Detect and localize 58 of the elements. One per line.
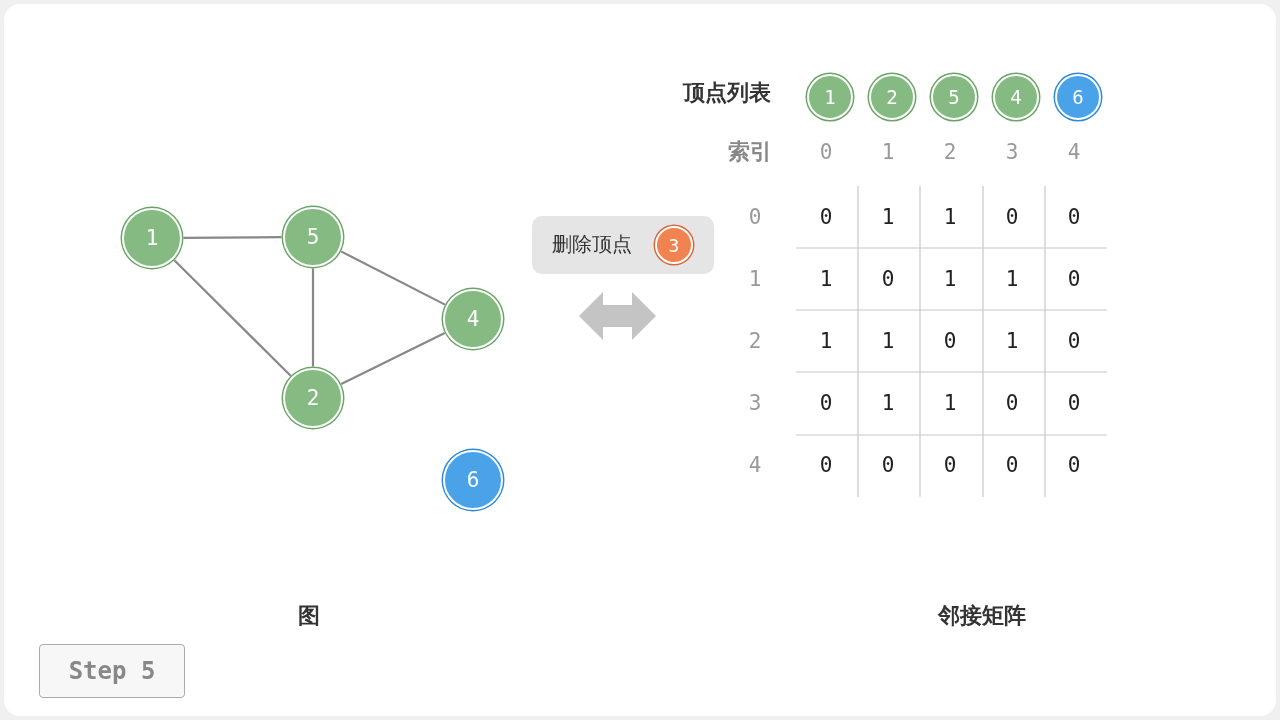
matrix-value: 1	[943, 267, 957, 291]
matrix-value: 1	[943, 391, 957, 415]
matrix-value: 1	[1005, 329, 1019, 353]
index-number: 1	[881, 140, 895, 164]
matrix-value: 0	[1067, 205, 1081, 229]
action-text: 删除顶点	[552, 231, 632, 258]
vertex-circle: 4	[443, 289, 503, 349]
matrix-value: 0	[819, 453, 833, 477]
row-heading: 顶点列表	[683, 79, 771, 107]
matrix-value: 1	[881, 205, 895, 229]
matrix-value: 1	[881, 329, 895, 353]
vertex-circle: 5	[283, 207, 343, 267]
row-heading: 索引	[728, 138, 772, 166]
matrix-value: 0	[819, 205, 833, 229]
index-number: 3	[1005, 140, 1019, 164]
index-number: 4	[1067, 140, 1081, 164]
matrix-value: 0	[1005, 453, 1019, 477]
matrix-value: 0	[1067, 329, 1081, 353]
matrix-value: 1	[881, 391, 895, 415]
matrix-value: 0	[819, 391, 833, 415]
matrix-value: 0	[1067, 453, 1081, 477]
vertex-circle: 6	[1055, 74, 1101, 120]
matrix-value: 1	[819, 267, 833, 291]
matrix-value: 0	[1005, 391, 1019, 415]
action-card	[532, 216, 714, 274]
index-number: 4	[748, 453, 762, 477]
edge-line	[340, 331, 446, 386]
index-number: 0	[748, 205, 762, 229]
caption: 图	[298, 602, 320, 630]
matrix-value: 0	[943, 329, 957, 353]
matrix-value: 1	[819, 329, 833, 353]
index-number: 2	[943, 140, 957, 164]
edge-line	[183, 236, 282, 239]
vertex-circle: 6	[443, 450, 503, 510]
vertex-circle: 2	[869, 74, 915, 120]
edge-line	[311, 268, 315, 367]
index-number: 2	[748, 329, 762, 353]
caption: 邻接矩阵	[938, 602, 1026, 630]
matrix-value: 1	[1005, 267, 1019, 291]
vertex-circle: 5	[931, 74, 977, 120]
edge-line	[340, 250, 446, 306]
vertex-circle: 1	[807, 74, 853, 120]
index-number: 3	[748, 391, 762, 415]
vertex-circle: 1	[122, 208, 182, 268]
step-button: Step 5	[39, 644, 185, 698]
index-number: 0	[819, 140, 833, 164]
matrix-value: 0	[881, 267, 895, 291]
matrix-value: 1	[943, 205, 957, 229]
matrix-value: 0	[881, 453, 895, 477]
vertex-circle: 4	[993, 74, 1039, 120]
matrix-value: 0	[1067, 391, 1081, 415]
edge-line	[173, 259, 292, 377]
index-number: 1	[748, 267, 762, 291]
vertex-circle: 3	[655, 226, 693, 264]
matrix-value: 0	[1005, 205, 1019, 229]
matrix-value: 0	[1067, 267, 1081, 291]
vertex-circle: 2	[283, 368, 343, 428]
matrix-value: 0	[943, 453, 957, 477]
